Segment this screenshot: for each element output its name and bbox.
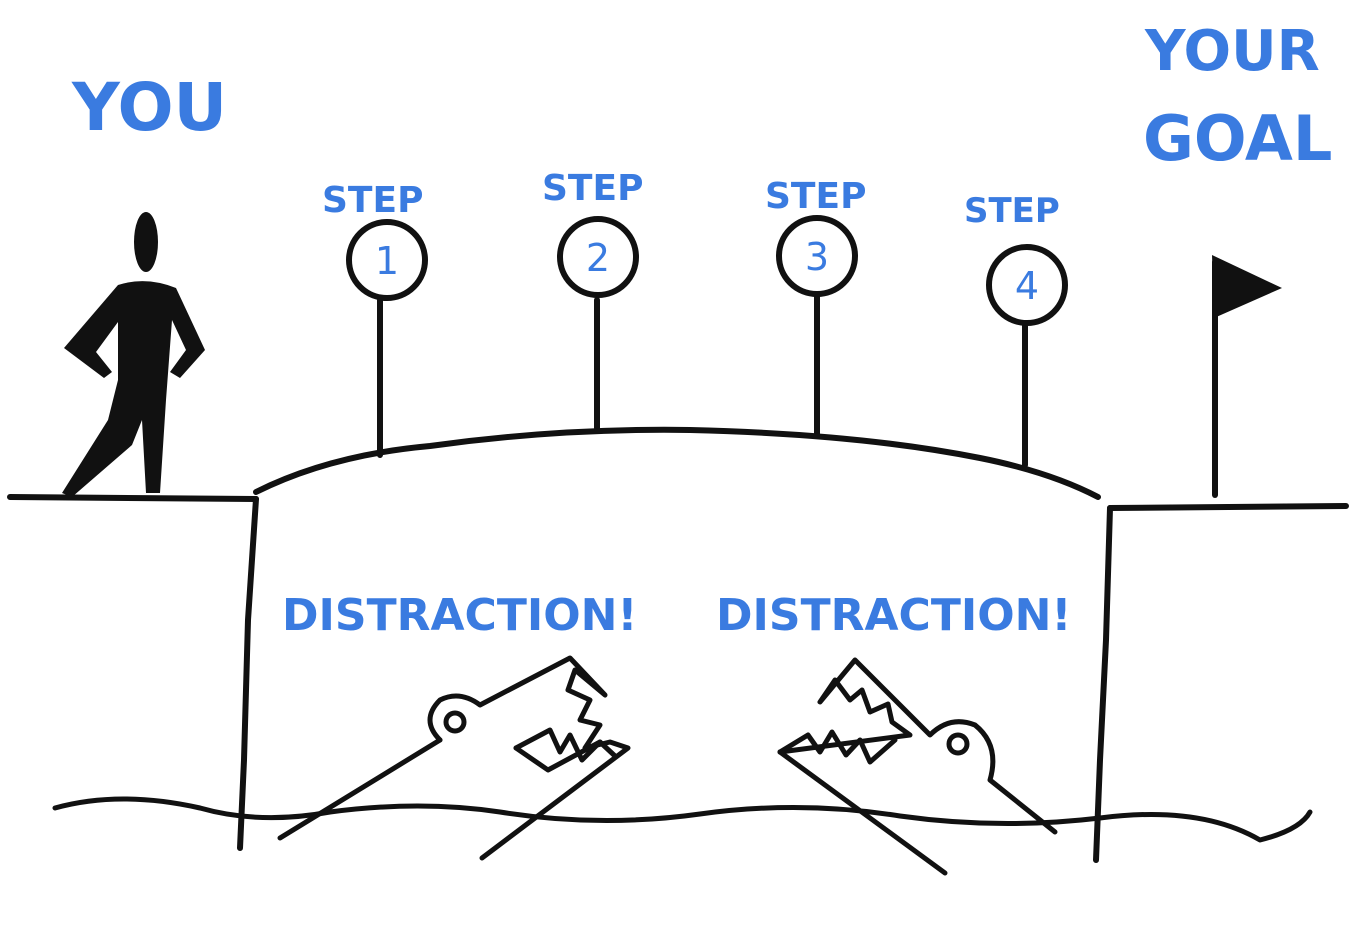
step-number-3: 3 <box>805 235 829 279</box>
distraction-label-right: DISTRACTION! <box>716 590 1072 641</box>
step-label-4: STEP <box>964 191 1060 231</box>
person-icon <box>62 212 205 497</box>
distraction-label-left: DISTRACTION! <box>282 590 638 641</box>
goal-label-line1: YOUR <box>1144 19 1320 84</box>
water-line <box>52 796 1313 843</box>
step-marker-4: 4 <box>986 244 1068 468</box>
left-cliff <box>237 496 259 851</box>
step-marker-2: 2 <box>557 216 639 431</box>
step-label-3: STEP <box>765 176 866 217</box>
step-number-4: 4 <box>1015 264 1039 308</box>
you-label: YOU <box>71 69 227 146</box>
step-number-2: 2 <box>586 236 610 280</box>
step-marker-3: 3 <box>776 215 858 437</box>
crocodile-icon <box>277 655 631 861</box>
right-ground <box>1107 503 1349 511</box>
step-number-1: 1 <box>375 239 399 283</box>
goal-label-line2: GOAL <box>1143 102 1332 175</box>
left-ground <box>7 494 259 502</box>
right-cliff <box>1093 505 1113 863</box>
step-label-2: STEP <box>542 168 643 209</box>
bridge-arch <box>253 426 1101 500</box>
flag-icon <box>1212 255 1282 498</box>
step-label-1: STEP <box>322 180 423 221</box>
step-marker-1: 1 <box>346 219 428 458</box>
crocodile-icon <box>777 657 1058 876</box>
